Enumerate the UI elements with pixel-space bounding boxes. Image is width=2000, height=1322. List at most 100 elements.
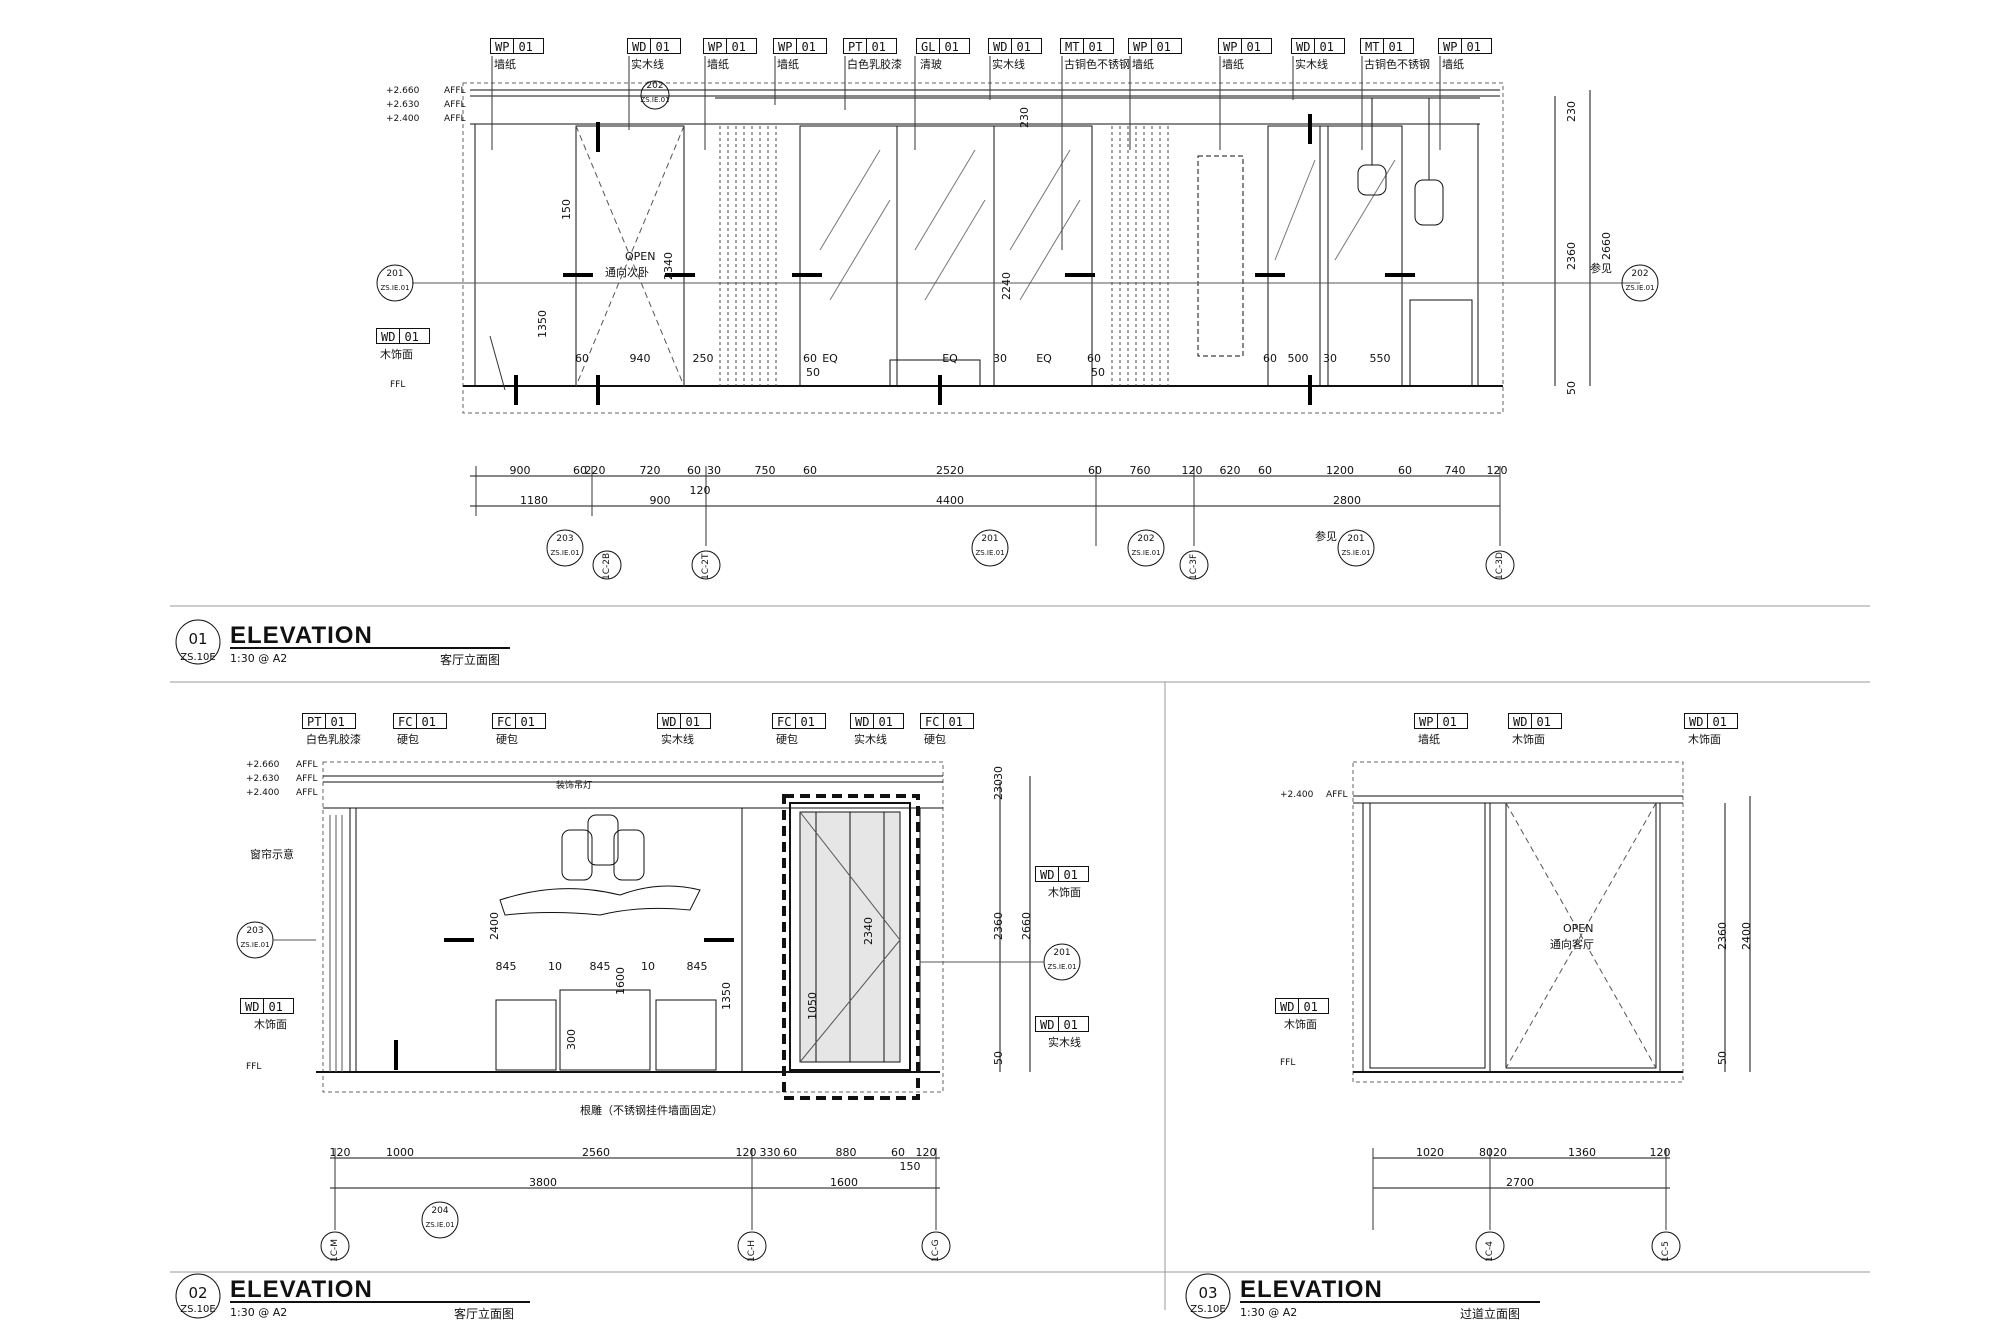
material-desc: 白色乳胶漆 (306, 733, 361, 746)
ffl-label: FFL (1280, 1058, 1296, 1068)
material-code: WP (1128, 38, 1153, 54)
material-code: PT (302, 713, 327, 729)
elevation-01-title: ELEVATION (230, 622, 373, 649)
bubble-sheet: ZS.IE.01 (1341, 549, 1371, 557)
dim-value: EQ (1036, 352, 1052, 365)
grid-label: 1C-H (747, 1239, 757, 1262)
dim-value: 120 (1181, 464, 1203, 477)
bubble-sheet: ZS.IE.01 (380, 284, 410, 292)
dim-value: 500 (1287, 352, 1309, 365)
material-desc: 木饰面 (1688, 733, 1721, 746)
dim-value: 1350 (536, 310, 549, 338)
elevation-02-drawing (236, 761, 1081, 1261)
material-code: FC (920, 713, 945, 729)
elevation-02-scale: 1:30 @ A2 (230, 1306, 288, 1319)
bubble-sheet: ZS.IE.01 (1047, 963, 1077, 971)
material-desc: 实木线 (854, 733, 887, 746)
material-desc: 木饰面 (1512, 733, 1545, 746)
dim-value: 1350 (720, 982, 733, 1010)
dim-value: 120 (735, 1146, 757, 1159)
material-desc: 墙纸 (494, 58, 516, 71)
dim-value: 2340 (662, 252, 675, 280)
dim-value: 30 (1323, 352, 1337, 365)
dim-value: 740 (1444, 464, 1466, 477)
material-number: 01 (797, 38, 827, 54)
dim-value: 60 (1258, 464, 1272, 477)
grid-label: 1C-4 (1485, 1241, 1495, 1262)
door-open-note: OPEN (1563, 922, 1594, 935)
level-2630: +2.630 (386, 100, 420, 110)
bubble-number: 202 (1631, 269, 1649, 279)
material-desc: 墙纸 (1132, 58, 1154, 71)
material-number: 01 (651, 38, 681, 54)
dim-value: 60 (891, 1146, 905, 1159)
dim-value: 1000 (386, 1146, 414, 1159)
right-material-desc-2: 实木线 (1048, 1036, 1081, 1049)
material-number: 01 (944, 713, 974, 729)
material-desc: 清玻 (920, 58, 942, 71)
ffl-label: FFL (246, 1062, 262, 1072)
grid-label: 1C-2T (701, 553, 711, 580)
ffl-label: FFL (390, 380, 406, 390)
dim-value: 330 (759, 1146, 781, 1159)
level-unit: AFFL (296, 774, 318, 784)
material-code: WD (1684, 713, 1709, 729)
door-to-bedroom-note: 通向次卧 (605, 266, 649, 279)
material-desc: 硬包 (397, 733, 419, 746)
see-reference-note-2: 参见 (1315, 530, 1337, 543)
pendant-light-note: 装饰吊灯 (556, 781, 593, 791)
dim-value: 60 (1087, 352, 1101, 365)
material-code: WP (703, 38, 728, 54)
material-code: WD (657, 713, 682, 729)
dim-value: 880 (835, 1146, 857, 1159)
material-code: WD (627, 38, 652, 54)
dim-value: 60 (783, 1146, 797, 1159)
dim-value: 120 (329, 1146, 351, 1159)
left-material-desc: 木饰面 (1284, 1018, 1317, 1031)
dim-value: 60 (803, 352, 817, 365)
material-code: WP (773, 38, 798, 54)
dim-value: 720 (639, 464, 661, 477)
bubble-sheet: ZS.IE.01 (1131, 549, 1161, 557)
elevation-03-drawing (1352, 761, 1751, 1261)
dim-value: 2700 (1506, 1176, 1534, 1189)
root-carving-note: 根雕（不锈钢挂件墙面固定） (580, 1104, 723, 1117)
level-unit: AFFL (444, 114, 466, 124)
grid-label: 1C-3D (1495, 552, 1505, 580)
material-number: 01 (1315, 38, 1345, 54)
material-code: GL (916, 38, 941, 54)
dim-value: 3800 (529, 1176, 557, 1189)
bubble-sheet: ZS.IE.01 (550, 549, 580, 557)
dim-value: 845 (589, 960, 611, 973)
material-desc: 白色乳胶漆 (847, 58, 902, 71)
dim-value: EQ (942, 352, 958, 365)
material-number: 01 (1384, 38, 1414, 54)
bubble-number: 202 (646, 81, 664, 91)
elevation-03-name: 过道立面图 (1460, 1307, 1521, 1321)
bubble-sheet: ZS.IE.01 (240, 941, 270, 949)
level-unit: AFFL (1326, 790, 1348, 800)
dim-value: 845 (686, 960, 708, 973)
level-unit: AFFL (444, 86, 466, 96)
bubble-sheet: ZS.IE.01 (640, 96, 670, 104)
material-code: WP (1438, 38, 1463, 54)
dim-value: 120 (915, 1146, 937, 1159)
dim-value: 900 (649, 494, 671, 507)
bubble-sheet: ZS.IE.01 (975, 549, 1005, 557)
material-code: WP (490, 38, 515, 54)
dim-value: 60 (575, 352, 589, 365)
material-number: 01 (1152, 38, 1182, 54)
